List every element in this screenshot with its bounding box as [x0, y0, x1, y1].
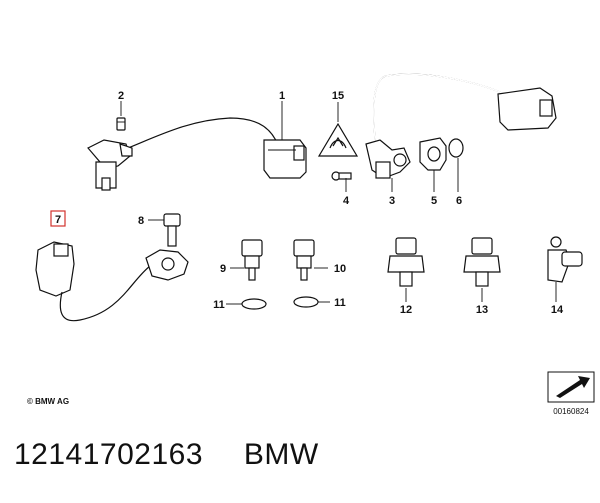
part-6-o-ring [448, 138, 464, 158]
part-12-pressure-switch [387, 237, 425, 287]
part-10-temperature-sensor [293, 239, 315, 281]
part-5-gasket [419, 137, 447, 171]
part-11-seal-ring-a [241, 298, 267, 310]
part-11-seal-ring-b [293, 296, 319, 308]
part-1-sensor-cable [127, 117, 307, 179]
callout-9[interactable]: 9 [220, 263, 226, 275]
callout-3[interactable]: 3 [389, 195, 395, 207]
part-8-bolt [163, 213, 181, 247]
callout-4[interactable]: 4 [343, 195, 350, 207]
part-2-bolt [116, 117, 126, 131]
callout-8[interactable]: 8 [138, 215, 144, 227]
parts-diagram: 1 2 3 4 5 6 7 8 9 10 11 11 12 13 14 15 ©… [27, 73, 595, 416]
part-15-warning-label [317, 122, 359, 157]
callout-7[interactable]: 7 [55, 214, 61, 226]
part-4-screw [331, 171, 352, 181]
callout-12[interactable]: 12 [400, 304, 412, 316]
drawing-number: 00160824 [553, 407, 589, 416]
callout-11a[interactable]: 11 [213, 299, 225, 311]
footer: 12141702163 BMW [14, 438, 594, 494]
callout-10[interactable]: 10 [334, 263, 346, 275]
callout-11b[interactable]: 11 [334, 297, 346, 309]
highlight-box-7 [50, 210, 66, 227]
callout-13[interactable]: 13 [476, 304, 488, 316]
part-14-speed-sensor [547, 236, 583, 283]
callout-5[interactable]: 5 [431, 195, 437, 207]
part-13-pressure-switch [463, 237, 501, 287]
part-7-knock-sensor-cable [35, 241, 189, 322]
callout-14[interactable]: 14 [551, 304, 564, 316]
callout-6[interactable]: 6 [456, 195, 462, 207]
view-arrow-icon [547, 371, 595, 403]
callout-2[interactable]: 2 [118, 90, 124, 102]
part-3-camshaft-sensor [365, 73, 557, 179]
callout-1[interactable]: 1 [279, 90, 285, 102]
part-9-temperature-sensor [241, 239, 263, 281]
leader-lines [120, 101, 557, 305]
part-2-sensor-body [87, 139, 133, 191]
callout-15[interactable]: 15 [332, 90, 344, 102]
copyright-text: © BMW AG [27, 397, 69, 406]
part-number: 12141702163 [14, 438, 204, 471]
brand-name: BMW [243, 438, 319, 471]
